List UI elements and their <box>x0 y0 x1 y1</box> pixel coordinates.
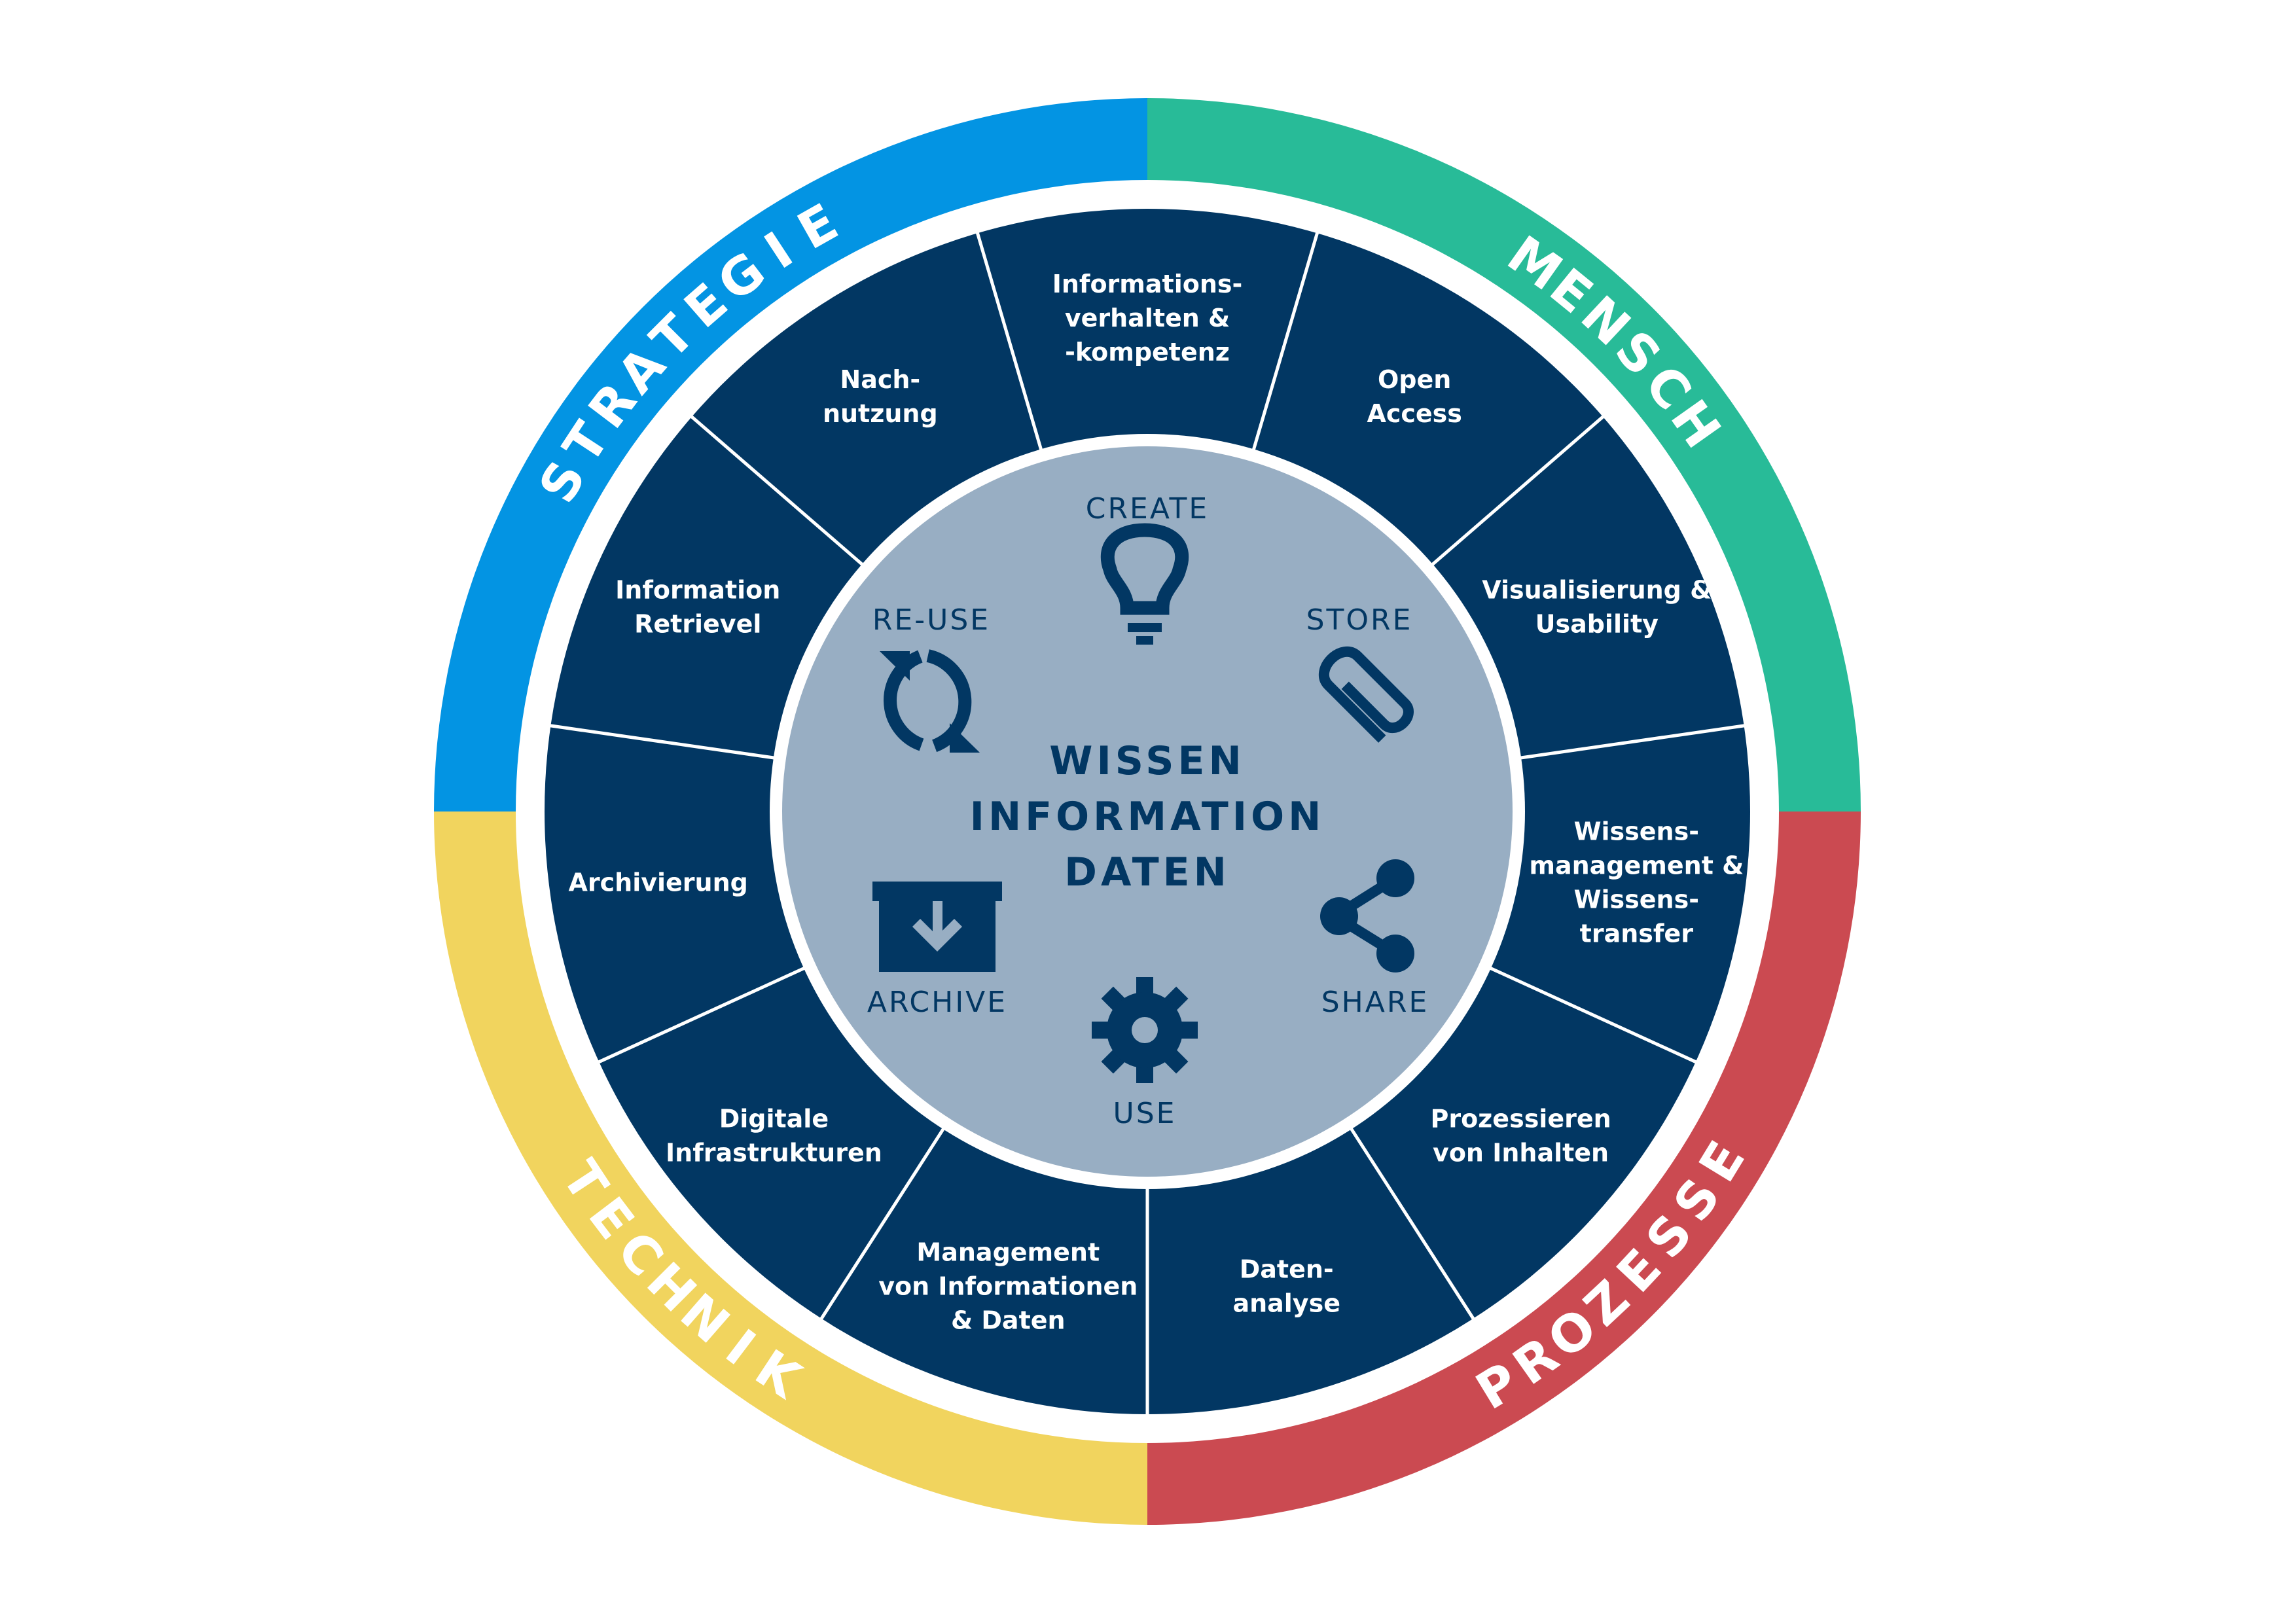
center-title-line-1: WISSEN <box>1049 738 1245 784</box>
segment-label-line: Wissens- <box>1574 885 1699 914</box>
segment-label-line: Open <box>1378 365 1451 394</box>
share-icon <box>1320 859 1414 972</box>
segment-label-line: & Daten <box>951 1306 1066 1334</box>
center-title-line-3: DATEN <box>1064 849 1230 895</box>
segment-labels: Informations-verhalten & -kompetenzOpenAc… <box>568 270 1744 1334</box>
segment-dividers <box>549 231 1746 1416</box>
stage-label-archive: ARCHIVE <box>867 986 1007 1019</box>
stage-use: USE <box>1092 977 1198 1130</box>
center-disc <box>782 446 1513 1177</box>
segment-label-line: Informations- <box>1052 270 1243 298</box>
segment-label-line: von Informationen <box>878 1272 1138 1300</box>
ring-quadrant-strategie <box>434 98 1147 812</box>
segment-label-line: Archivierung <box>568 868 747 897</box>
stage-create: CREATE <box>1086 492 1209 645</box>
segment-label-line: Management <box>916 1238 1100 1266</box>
segment-label-line: Usability <box>1535 609 1659 638</box>
segment: Nach-nutzung <box>823 365 938 428</box>
segment-label-line: Prozessieren <box>1430 1104 1611 1133</box>
segment-label-line: management & <box>1529 851 1744 880</box>
segment-divider <box>549 724 778 760</box>
segment-label-line: Digitale <box>719 1104 829 1133</box>
stage-label-create: CREATE <box>1086 492 1209 526</box>
ring-quadrant-prozesse <box>1147 812 1861 1525</box>
segment: Daten-analyse <box>1232 1255 1340 1317</box>
stage-label-reuse: RE-USE <box>872 603 990 637</box>
segment-label-line: Daten- <box>1240 1255 1334 1283</box>
segment-label-line: Access <box>1367 399 1462 428</box>
ring-quadrant-technik <box>434 812 1147 1525</box>
segment-divider <box>819 1125 946 1321</box>
segment-label-line: Infrastrukturen <box>666 1138 882 1167</box>
segment-divider <box>689 414 866 568</box>
outer-category-ring <box>434 98 1861 1525</box>
ring-quadrant-mensch <box>1147 98 1861 812</box>
segment-label-line: Nach- <box>840 365 920 394</box>
segment-divider <box>1429 414 1605 568</box>
gear-icon <box>1092 977 1198 1083</box>
stage-label-share: SHARE <box>1321 986 1429 1019</box>
segment: Prozessieren von Inhalten <box>1430 1104 1611 1167</box>
center-title: WISSEN INFORMATION DATEN <box>970 738 1325 895</box>
stage-share: SHARE <box>1320 859 1429 1019</box>
segment-divider <box>975 231 1044 453</box>
segment-label-line: von Inhalten <box>1433 1138 1609 1167</box>
center-title-line-2: INFORMATION <box>970 794 1325 840</box>
stage-label-use: USE <box>1113 1097 1177 1130</box>
lightbulb-icon <box>1100 523 1189 645</box>
segment: Visualisierung & Usability <box>1482 575 1712 638</box>
segment-label-line: -kompetenz <box>1065 338 1230 366</box>
segment-label-line: transfer <box>1580 919 1694 948</box>
segment-divider <box>597 965 808 1064</box>
segment: Wissens-management & Wissens-transfer <box>1529 817 1744 948</box>
segment: Management von Informationen & Daten <box>878 1238 1138 1334</box>
refresh-cycle-icon <box>880 649 980 753</box>
segment-divider <box>1517 724 1746 760</box>
segment-label-line: nutzung <box>823 399 938 428</box>
archive-box-icon <box>872 882 1002 972</box>
stage-reuse: RE-USE <box>872 603 990 753</box>
paperclip-icon <box>1319 646 1414 743</box>
segment-label-line: verhalten & <box>1065 304 1230 332</box>
segment-divider <box>1487 965 1698 1064</box>
segment-label-line: Wissens- <box>1574 817 1699 846</box>
segment: Informations-verhalten & -kompetenz <box>1052 270 1243 366</box>
stage-store: STORE <box>1306 603 1414 743</box>
stage-label-store: STORE <box>1306 603 1413 637</box>
segment-label-line: Visualisierung & <box>1482 575 1712 604</box>
segment-label-line: Information <box>615 575 780 604</box>
segment-label-line: Retrievel <box>634 609 761 638</box>
segment: Archivierung <box>568 868 747 897</box>
segment-divider <box>1348 1125 1476 1321</box>
segment-label-line: analyse <box>1232 1289 1340 1317</box>
stage-archive: ARCHIVE <box>867 882 1007 1019</box>
segment-divider <box>1251 231 1319 453</box>
